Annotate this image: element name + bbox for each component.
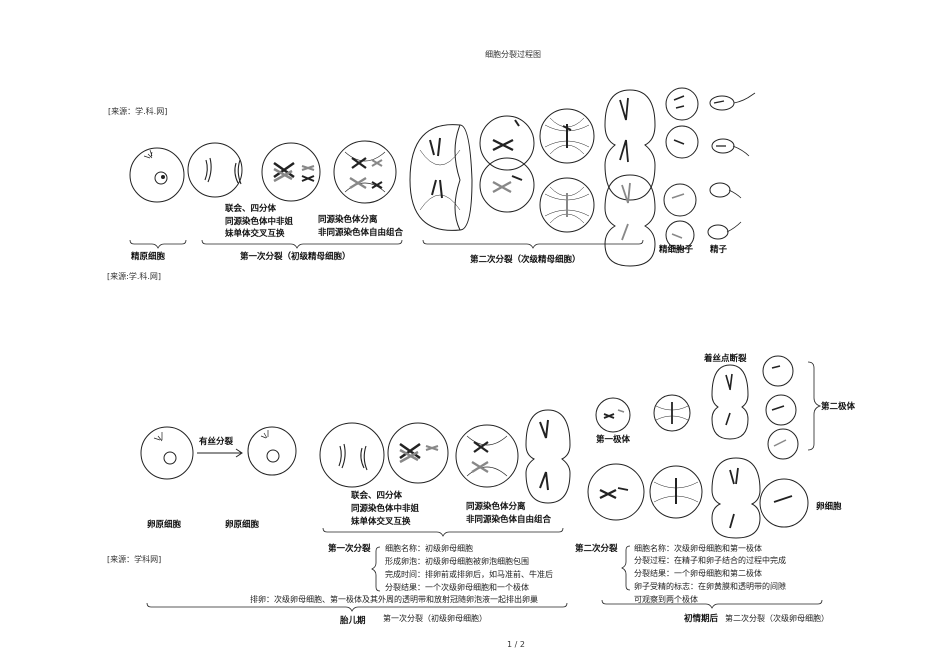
source-note-3: [来源：学科网]: [107, 555, 162, 564]
source-note-2: [来源:学.科.网]: [107, 272, 162, 281]
brace-fetus: [146, 602, 568, 612]
spermatid-label: 精细胞子: [659, 245, 694, 255]
oogonium-cell-1: [140, 426, 194, 480]
sperm-note2-line-1: 同源染色体分离: [318, 215, 378, 225]
brace-spermatogonium: [129, 239, 187, 249]
polar-body-metaphase-cell: [653, 394, 691, 432]
egg-first-division-caption: 第一次分裂（初级卵母细胞）: [383, 614, 487, 623]
brace-first-division-egg: [322, 527, 564, 537]
egg-second-division-caption: 第二次分裂（次级卵母细胞）: [725, 614, 829, 623]
mitosis-arrow: [197, 448, 243, 458]
oocyte-anaphase-i-cell: [525, 409, 571, 504]
second-polar-body-label: 第二极体: [821, 402, 856, 412]
egg-first-division-label: 第一次分裂: [328, 544, 371, 554]
synapsis-cell: [261, 142, 321, 202]
brace-first-division: [201, 239, 403, 249]
page-footer: 1 / 2: [507, 640, 525, 649]
egg-note-line-2: 同源染色体中非姐: [351, 504, 420, 514]
secondary-spermatocyte-top: [479, 115, 535, 171]
sperm-first-division-caption: 第一次分裂（初级精母细胞）: [240, 252, 351, 262]
prophase-cell: [187, 142, 243, 198]
oocyte-prophase-cell: [319, 422, 385, 488]
anaphase-ii-top: [604, 89, 656, 201]
secondary-oocyte-cell: [587, 463, 645, 521]
first-polar-body-label: 第一极体: [596, 435, 631, 445]
fetus-label: 胎儿期: [340, 616, 366, 626]
oocyte-synapsis-cell: [387, 422, 449, 484]
oocyte-metaphase-i-cell: [455, 424, 519, 488]
brace-second-details: [621, 545, 631, 591]
spermatogonium-label: 精原细胞: [131, 252, 166, 262]
centromere-label: 着丝点断裂: [704, 354, 747, 364]
secondary-spermatocyte-bottom: [479, 157, 535, 213]
egg-cell: [759, 478, 809, 528]
metaphase-ii-top: [539, 108, 595, 164]
polar-body-anaphase-cell: [711, 364, 749, 440]
anaphase-ii-bottom: [604, 174, 656, 267]
source-note-1: [来源：学.科.网]: [108, 107, 168, 116]
spermatogonium-cell: [129, 147, 185, 203]
oocyte-anaphase-ii-cell: [711, 457, 761, 539]
egg-second-detail-2: 分裂过程：在精子和卵子结合的过程中完成: [634, 556, 786, 565]
mitosis-label: 有丝分裂: [199, 437, 234, 447]
egg-second-detail-4: 卵子受精的标志：在卵黄膜和透明带的间隙: [634, 582, 786, 591]
egg-first-detail-3: 完成时间：排卵前或排卵后，如马准前、牛准后: [385, 570, 553, 579]
egg-note-line-1: 联会、四分体: [351, 491, 403, 501]
brace-second-division: [422, 239, 644, 249]
egg-note2-line-1: 同源染色体分离: [466, 502, 526, 512]
page-header: 细胞分裂过程图: [485, 50, 541, 59]
sperm-note-line-1: 联会、四分体: [225, 204, 277, 214]
first-polar-body-cell: [595, 397, 631, 433]
egg-second-detail-5: 可观察到两个极体: [634, 595, 698, 604]
brace-after-puberty: [601, 599, 823, 609]
sperm-note-line-3: 妹单体交叉互换: [225, 229, 285, 239]
oogonium-label-2: 卵原细胞: [225, 520, 260, 530]
egg-note2-line-2: 非同源染色体自由组合: [466, 515, 552, 525]
ovulation-note: 排卵：次级卵母细胞、第一极体及其外周的透明带和放射冠随卵泡液一起排出卵巢: [250, 595, 538, 604]
metaphase-i-cell: [333, 140, 397, 204]
oogonium-label-1: 卵原细胞: [147, 520, 182, 530]
egg-second-detail-1: 细胞名称：次级卵母细胞和第一极体: [634, 544, 762, 553]
brace-first-details: [371, 546, 381, 592]
after-puberty-label: 初情期后: [684, 614, 719, 624]
egg-first-detail-2: 形成卵泡：初级卵母细胞被卵泡细胞包围: [385, 557, 529, 566]
sperm-label: 精子: [710, 245, 728, 255]
sperm-cells: [707, 92, 756, 240]
oocyte-metaphase-ii-cell: [649, 465, 703, 519]
second-polar-body-cells: [762, 355, 799, 460]
sperm-note2-line-2: 非同源染色体自由组合: [318, 228, 404, 238]
egg-note-line-3: 妹单体交叉互换: [351, 517, 411, 527]
spermatid-cells: [663, 87, 699, 250]
anaphase-i-cell: [409, 124, 473, 231]
egg-second-division-label: 第二次分裂: [575, 544, 618, 554]
egg-second-detail-3: 分裂结果：一个卵母细胞和第二极体: [634, 569, 762, 578]
sperm-note-line-2: 同源染色体中非姐: [225, 217, 294, 227]
egg-cell-label: 卵细胞: [816, 502, 842, 512]
egg-first-detail-4: 分裂结果：一个次级卵母细胞和一个极体: [385, 583, 529, 592]
brace-second-polar: [807, 361, 822, 451]
oogonium-cell-2: [247, 426, 297, 476]
metaphase-ii-bottom: [539, 177, 595, 233]
sperm-second-division-caption: 第二次分裂（次级精母细胞）: [470, 255, 581, 265]
egg-first-detail-1: 细胞名称：初级卵母细胞: [385, 544, 473, 553]
